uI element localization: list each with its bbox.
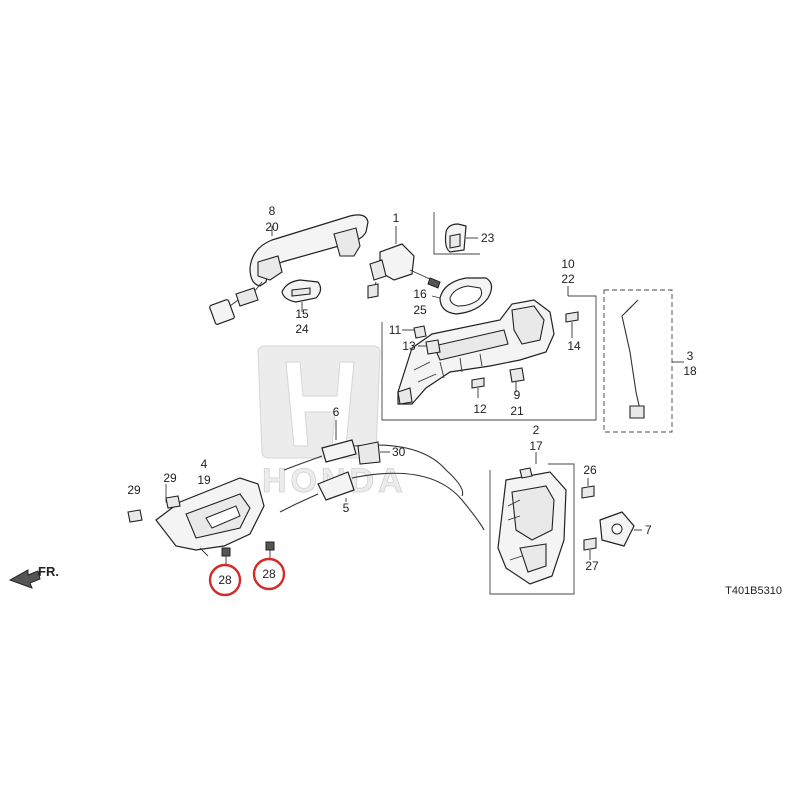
front-direction-label: FR. — [38, 564, 59, 579]
clip-29-left — [127, 509, 143, 523]
outer-handle-base — [397, 299, 555, 405]
callout-16: 16 — [413, 287, 427, 301]
front-direction-arrow — [8, 569, 41, 589]
callout-20: 20 — [265, 220, 279, 234]
door-latch-actuator — [497, 467, 567, 585]
callout-29-top: 29 — [163, 471, 177, 485]
screw-11 — [413, 325, 427, 339]
outer-door-handle — [209, 214, 369, 325]
bolt-26 — [581, 478, 595, 499]
callout-2: 2 — [533, 423, 540, 437]
callout-17: 17 — [529, 439, 543, 453]
callout-13: 13 — [402, 339, 416, 353]
leader-16 — [431, 295, 441, 299]
clip-30 — [357, 441, 381, 465]
screw-28-a — [221, 547, 231, 557]
bolt-27 — [583, 537, 597, 560]
highlight-28-left: 28 — [208, 563, 242, 597]
key-cylinder — [367, 243, 441, 299]
callout-30: 30 — [392, 445, 406, 459]
bolt-12 — [471, 377, 485, 398]
callout-9: 9 — [514, 388, 521, 402]
callout-15: 15 — [295, 307, 309, 321]
callout-21: 21 — [510, 404, 524, 418]
grommet-13 — [425, 339, 441, 355]
callout-1: 1 — [393, 211, 400, 225]
box-3-18 — [603, 289, 673, 433]
callout-12: 12 — [473, 402, 487, 416]
callout-27: 27 — [585, 559, 599, 573]
callout-26: 26 — [583, 463, 597, 477]
honda-watermark-logo: HONDA — [257, 345, 403, 500]
box-2-17 — [489, 463, 575, 595]
screw-28-b — [265, 541, 275, 551]
callout-6: 6 — [333, 405, 340, 419]
clip-29-small — [165, 495, 181, 509]
callout-14: 14 — [567, 339, 581, 353]
inner-door-handle — [155, 477, 265, 557]
clip-9 — [509, 367, 525, 392]
handle-protector — [281, 279, 322, 303]
highlight-28-right: 28 — [252, 557, 286, 591]
cable-6 — [283, 439, 464, 497]
handle-gasket — [439, 277, 493, 315]
striker-7 — [599, 511, 635, 547]
bracket-23 — [433, 212, 480, 255]
lock-rod — [621, 299, 645, 419]
callout-10: 10 — [561, 257, 575, 271]
box-10-22 — [381, 295, 597, 421]
callout-24: 24 — [295, 322, 309, 336]
bolt-14 — [565, 311, 579, 338]
callout-7: 7 — [645, 523, 652, 537]
callout-28-left: 28 — [218, 573, 232, 587]
cable-5 — [279, 471, 485, 531]
callout-28-right: 28 — [262, 567, 276, 581]
callout-25: 25 — [413, 303, 427, 317]
callout-4: 4 — [201, 457, 208, 471]
callout-29-left: 29 — [127, 483, 141, 497]
callout-8: 8 — [269, 204, 276, 218]
callout-19: 19 — [197, 473, 211, 487]
diagram-code: T401B5310 — [725, 585, 782, 597]
callout-23: 23 — [481, 231, 495, 245]
callout-5: 5 — [343, 501, 350, 515]
callout-18: 18 — [683, 364, 697, 378]
callout-3: 3 — [687, 349, 694, 363]
callout-22: 22 — [561, 272, 575, 286]
callout-11: 11 — [389, 323, 402, 337]
handle-cap-23 — [444, 223, 467, 253]
